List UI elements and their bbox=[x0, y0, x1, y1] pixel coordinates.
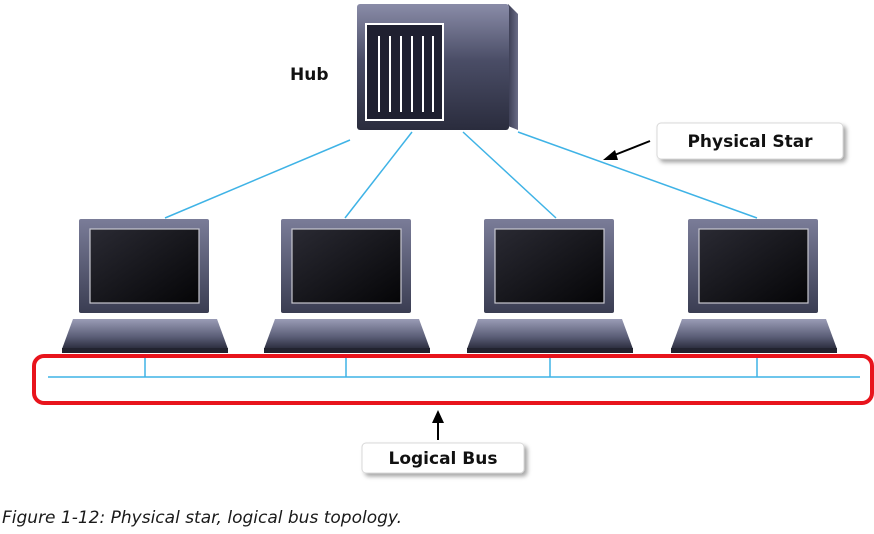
logical-bus bbox=[32, 354, 874, 405]
laptop-keyboard-base bbox=[467, 319, 633, 349]
hub-device bbox=[357, 4, 518, 130]
star-link-1 bbox=[164, 139, 351, 219]
hub-port-panel bbox=[365, 23, 444, 121]
figure-caption: Figure 1-12: Physical star, logical bus … bbox=[2, 508, 403, 528]
physical-star-callout: Physical Star bbox=[603, 122, 844, 160]
star-link-2 bbox=[344, 131, 413, 219]
hub-ports bbox=[378, 36, 434, 112]
laptop-screen bbox=[89, 228, 200, 304]
hub-label: Hub bbox=[290, 65, 329, 85]
laptop bbox=[467, 219, 633, 353]
physical-star-arrowhead bbox=[603, 150, 618, 160]
laptop-screen bbox=[494, 228, 605, 304]
physical-star-label: Physical Star bbox=[687, 132, 813, 152]
physical-star-box bbox=[656, 122, 844, 160]
laptop bbox=[62, 219, 228, 353]
laptop-screen bbox=[698, 228, 809, 304]
laptop-keyboard-base bbox=[62, 319, 228, 349]
physical-star-arrow-shaft bbox=[611, 140, 651, 157]
star-link-3 bbox=[462, 131, 557, 219]
logical-bus-outline bbox=[32, 354, 874, 405]
logical-bus-callout: Logical Bus bbox=[361, 410, 525, 474]
logical-bus-box bbox=[361, 442, 525, 474]
star-links bbox=[164, 131, 758, 219]
laptop-keyboard-base bbox=[264, 319, 430, 349]
laptop bbox=[264, 219, 430, 353]
laptop-screen bbox=[291, 228, 402, 304]
logical-bus-arrowhead bbox=[432, 410, 444, 423]
hub-side-panel bbox=[508, 4, 518, 130]
laptop bbox=[671, 219, 837, 353]
laptop-front-edge bbox=[264, 348, 430, 353]
laptop-keyboard-base bbox=[671, 319, 837, 349]
star-link-4 bbox=[517, 131, 758, 219]
logical-bus-label: Logical Bus bbox=[389, 449, 498, 469]
laptop-front-edge bbox=[671, 348, 837, 353]
laptop-front-edge bbox=[467, 348, 633, 353]
laptop-front-edge bbox=[62, 348, 228, 353]
